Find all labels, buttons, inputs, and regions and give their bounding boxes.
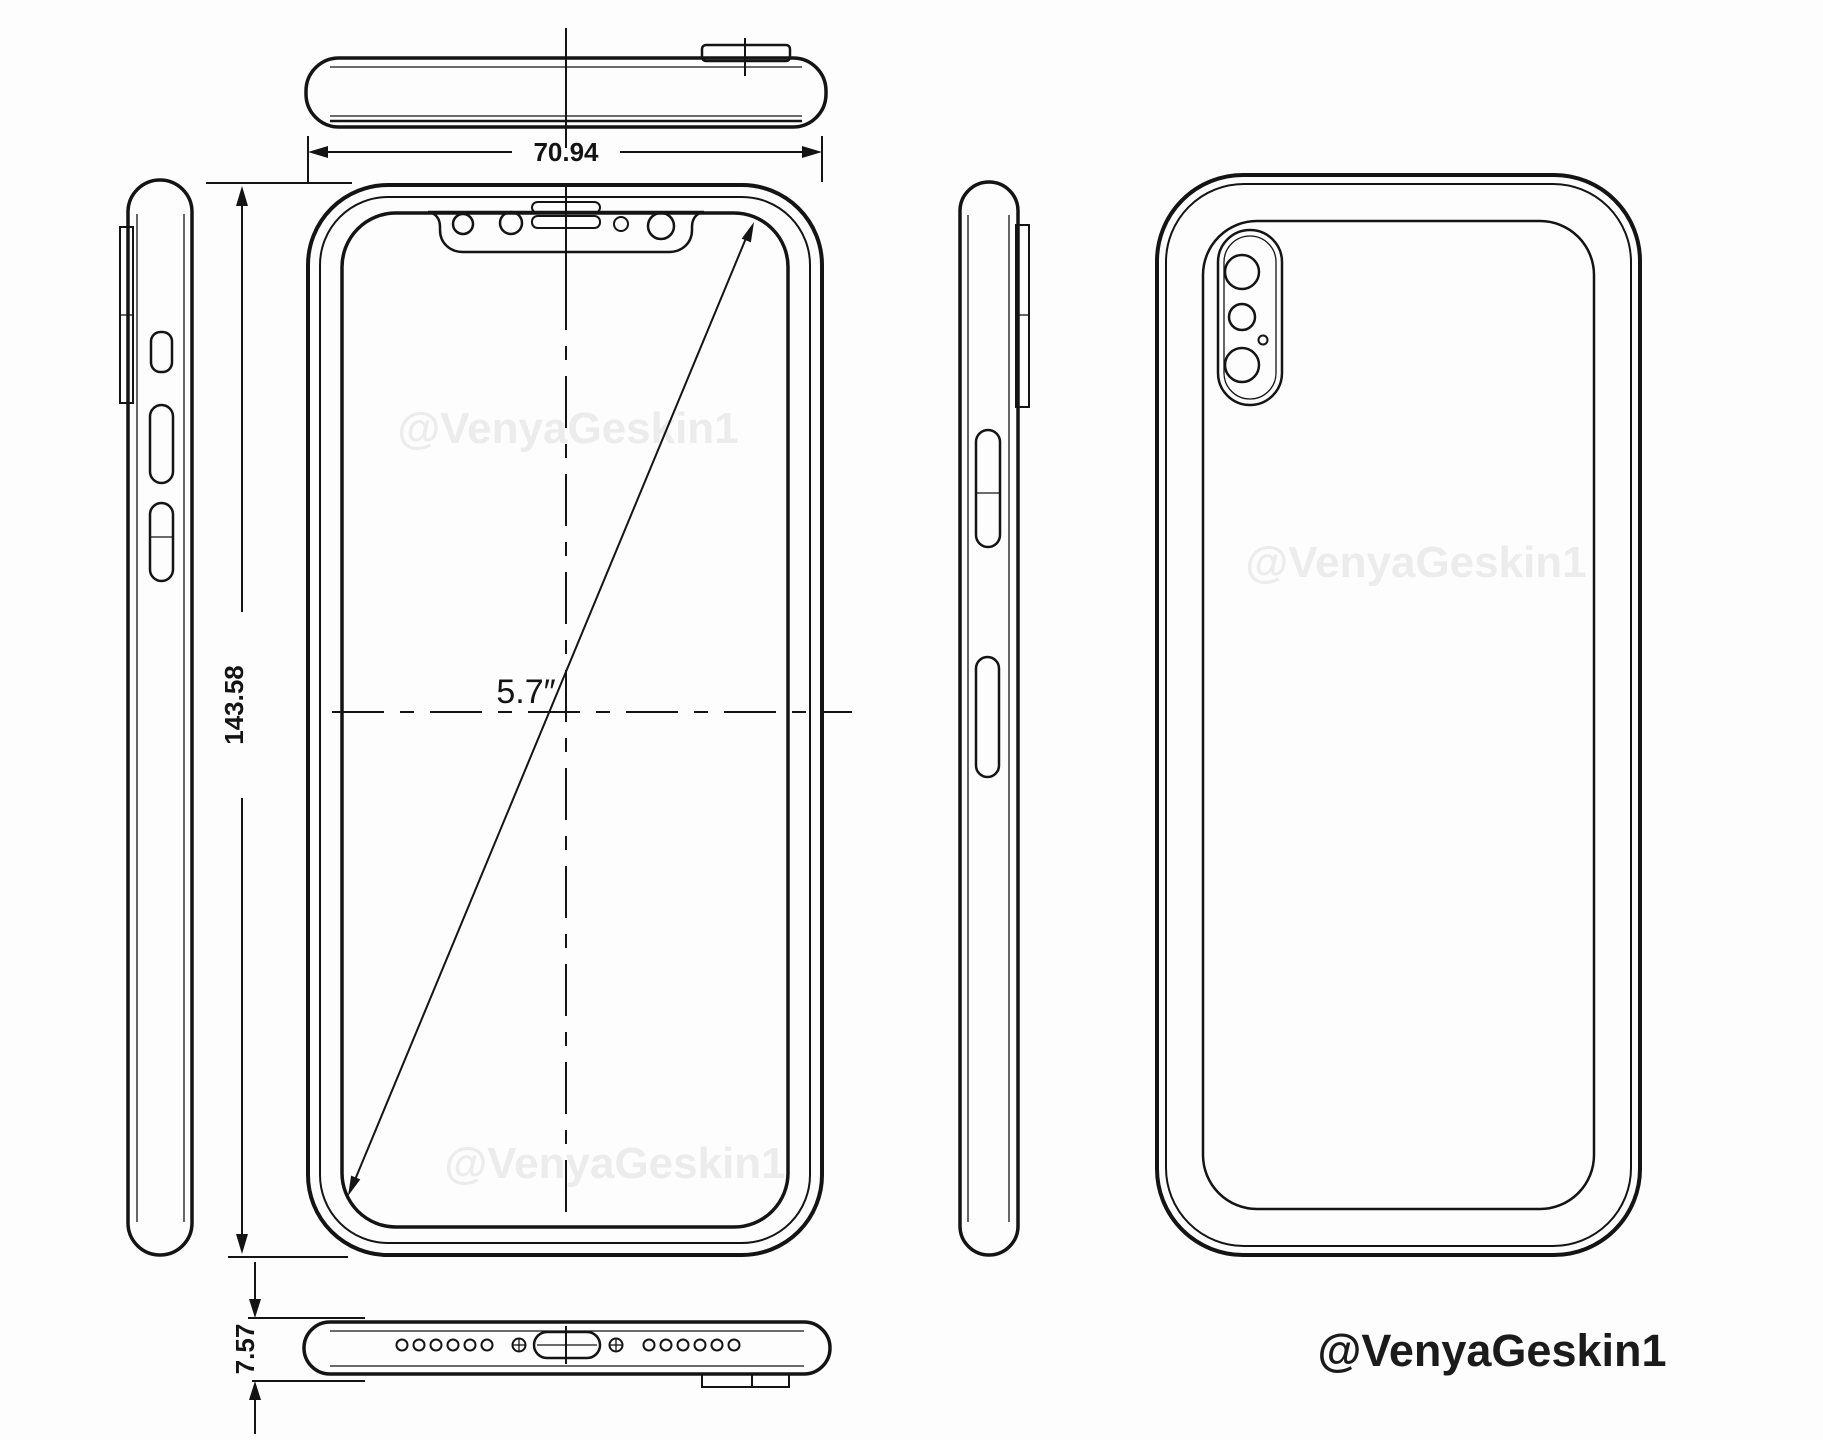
volume-down-button xyxy=(148,501,175,583)
rear-camera-bump xyxy=(1216,228,1284,407)
bottom-view-body xyxy=(302,1320,832,1376)
back-edge-ring xyxy=(1165,183,1632,1247)
rear-microphone-hole xyxy=(1257,334,1269,346)
arrowhead-down xyxy=(249,1299,261,1318)
diagonal-line xyxy=(351,230,750,1188)
sim-tray xyxy=(974,655,1001,779)
bottom-tab-right xyxy=(751,1373,790,1388)
speaker-hole xyxy=(429,1338,443,1352)
back-body-outline xyxy=(1155,173,1642,1257)
speaker-hole xyxy=(463,1338,477,1352)
front-camera-circle xyxy=(646,211,676,241)
watermark-front-top: @VenyaGeskin1 xyxy=(397,404,738,453)
notch xyxy=(427,210,705,254)
speaker-hole xyxy=(642,1338,656,1352)
speaker-hole xyxy=(412,1338,426,1352)
right-side-view xyxy=(958,180,1030,1257)
volume-up-button xyxy=(148,403,175,485)
speaker-holes-right xyxy=(642,1338,741,1352)
lightning-port xyxy=(532,1326,602,1364)
right-side-body xyxy=(958,180,1020,1257)
infrared-camera-circle xyxy=(451,212,475,236)
screen-diagonal-label: 5.7″ xyxy=(496,673,555,711)
mute-switch xyxy=(149,330,174,374)
top-view xyxy=(304,28,828,148)
proximity-sensor-circle xyxy=(613,216,629,232)
screw-right xyxy=(608,1337,624,1353)
signature-handle: @VenyaGeskin1 xyxy=(1317,1325,1666,1376)
camera-bump-side-profile-right xyxy=(1015,224,1030,408)
speaker-hole xyxy=(395,1338,409,1352)
watermark-front-bottom: @VenyaGeskin1 xyxy=(444,1139,785,1188)
thickness-dimension-label: 7.57 xyxy=(230,1324,260,1375)
bottom-tab-left xyxy=(701,1373,753,1388)
front-view: @VenyaGeskin1 @VenyaGeskin1 5.7″ xyxy=(306,183,852,1257)
rear-flash-circle xyxy=(1227,302,1257,332)
rear-camera-lens-top xyxy=(1223,253,1261,291)
screw-left xyxy=(511,1337,527,1353)
left-side-body xyxy=(126,178,194,1257)
speaker-hole xyxy=(676,1338,690,1352)
diagonal-arrow-top xyxy=(741,222,754,243)
screw-circle xyxy=(511,1337,527,1353)
width-dimension: 70.94 xyxy=(307,136,823,182)
rear-camera-lens-bottom xyxy=(1223,346,1261,384)
power-button xyxy=(974,428,1002,549)
speaker-hole xyxy=(659,1338,673,1352)
left-side-view xyxy=(119,178,194,1257)
arrowhead-left xyxy=(308,146,328,158)
speaker-hole xyxy=(727,1338,741,1352)
front-body-outline xyxy=(306,183,824,1257)
speaker-hole xyxy=(693,1338,707,1352)
height-dimension: 143.58 xyxy=(206,182,352,1258)
width-dimension-label: 70.94 xyxy=(533,137,599,167)
speaker-holes-left xyxy=(395,1338,494,1352)
bottom-view xyxy=(302,1320,832,1388)
sensor-circle xyxy=(498,210,524,236)
rear-camera-bump-inner xyxy=(1223,235,1277,400)
thickness-dimension: 7.57 xyxy=(230,1262,365,1434)
speaker-hole xyxy=(710,1338,724,1352)
speaker-hole xyxy=(446,1338,460,1352)
height-dimension-label: 143.58 xyxy=(219,665,249,745)
arrowhead-right xyxy=(802,146,822,158)
back-view: @VenyaGeskin1 xyxy=(1155,173,1642,1257)
arrowhead-up xyxy=(236,186,248,206)
speaker-hole xyxy=(480,1338,494,1352)
back-glass-panel xyxy=(1201,219,1596,1211)
screw-circle xyxy=(608,1337,624,1353)
watermark-back: @VenyaGeskin1 xyxy=(1245,538,1586,587)
arrowhead-down xyxy=(236,1234,248,1254)
diagonal-arrow-bottom xyxy=(348,1175,361,1196)
arrowhead-up xyxy=(249,1381,261,1400)
